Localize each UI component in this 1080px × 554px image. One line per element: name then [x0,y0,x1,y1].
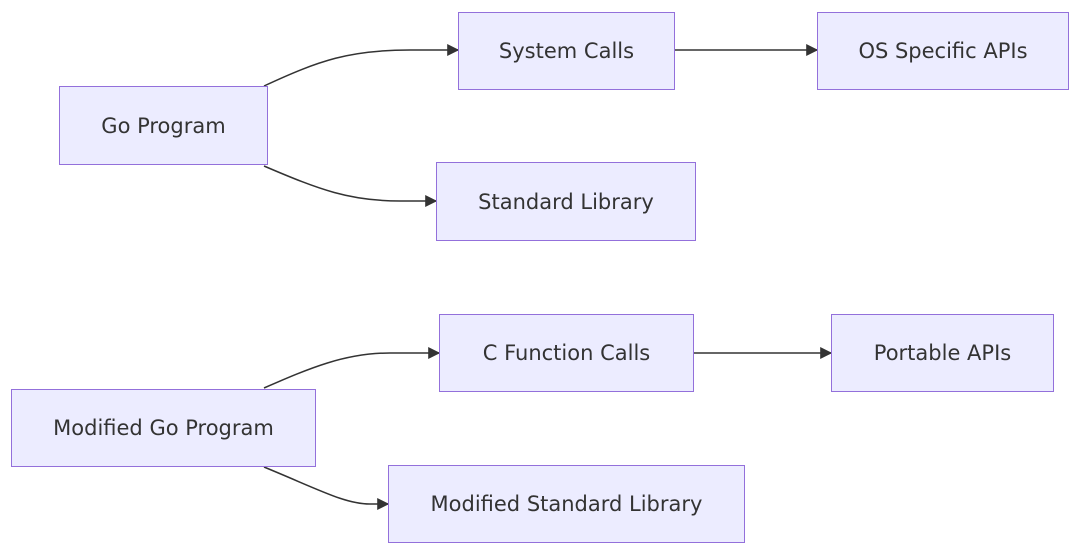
node-portable-apis: Portable APIs [831,314,1054,392]
edge-modified-go-to-c-calls [263,347,441,389]
node-label: OS Specific APIs [858,39,1028,63]
node-label: Portable APIs [873,341,1012,365]
node-label: Standard Library [478,189,654,214]
node-modified-go-program: Modified Go Program [11,389,316,467]
node-label: C Function Calls [482,341,651,365]
edge-go-program-to-standard-library [263,165,438,207]
edge-go-program-to-system-calls [263,44,460,87]
node-label: Modified Go Program [53,416,274,440]
node-standard-library: Standard Library [436,162,696,241]
node-c-function-calls: C Function Calls [439,314,694,392]
node-go-program: Go Program [59,86,268,165]
node-label: System Calls [498,39,635,63]
node-system-calls: System Calls [458,12,675,90]
node-modified-standard-library: Modified Standard Library [388,465,745,543]
node-label: Modified Standard Library [430,492,703,516]
node-label: Go Program [101,113,226,138]
edge-modified-go-to-modified-stdlib [263,466,390,510]
node-os-specific-apis: OS Specific APIs [817,12,1069,90]
